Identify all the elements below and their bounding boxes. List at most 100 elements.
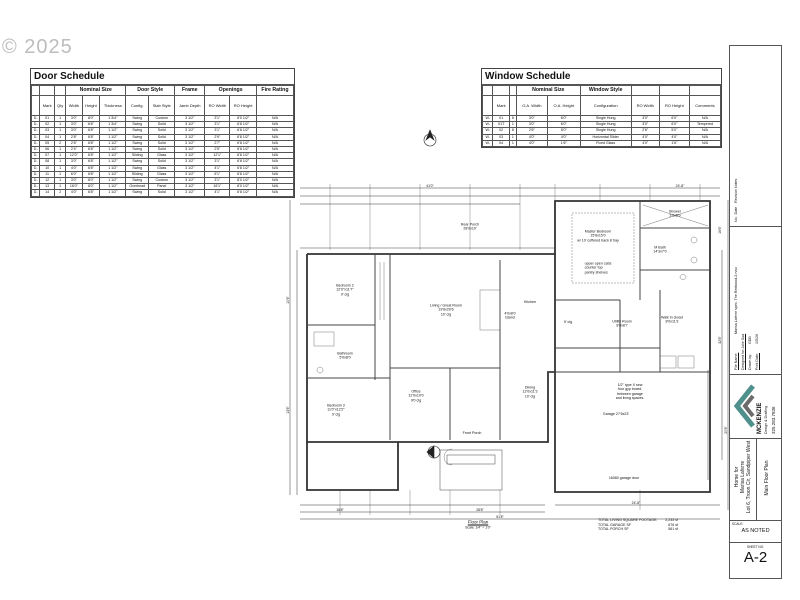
designed-for-value: Julie Sua: [741, 333, 745, 349]
table-cell: N/A: [688, 133, 722, 141]
table-cell: 3'0": [65, 121, 83, 129]
file-name-label: File Name:: [734, 352, 738, 370]
dimension: 10'6": [286, 296, 290, 304]
table-cell: 3 1/2": [174, 177, 206, 185]
dimension-lines: [289, 184, 729, 520]
table-cell: 1: [53, 170, 67, 179]
print-date-label: Print Date:: [755, 353, 759, 370]
room-name: Walk in closet: [660, 315, 684, 320]
room-size: 8'0x8'7: [616, 324, 628, 328]
table-cell: Swing: [125, 133, 150, 141]
table-cell: 6'8": [81, 189, 101, 197]
table-cell: 3 1/2": [174, 152, 206, 160]
garage-wall-note: 1/2" type X sew four gyp board, between …: [615, 383, 645, 401]
table-cell: Swing: [125, 121, 150, 129]
dimension: 28'8": [476, 508, 484, 512]
copyright-watermark: © 2025: [2, 36, 73, 58]
table-cell: 6'8": [81, 170, 101, 179]
table-cell: 8'0": [81, 177, 101, 185]
area-total-value: 561 sf: [668, 527, 678, 531]
table-cell: 3 1/2": [174, 183, 206, 191]
plan-scale: Scale: 1/4" = 1'0": [465, 525, 491, 530]
table-cell: 3 1/2": [174, 158, 206, 166]
table-cell: 3 1/2": [174, 121, 206, 129]
table-cell: W-: [481, 139, 494, 148]
table-cell: 8'0": [81, 114, 101, 123]
table-cell: Swing: [125, 139, 150, 148]
title-block: No. Date Revision Notes File Name: Maris…: [729, 45, 782, 579]
project-line: Lot 6, Troon Cir, Sandpiper West: [746, 440, 752, 514]
table-cell: 1: [53, 177, 67, 185]
dimension: 20'6": [724, 426, 728, 434]
table-cell: 6'0": [658, 121, 690, 129]
table-cell: N/A: [255, 158, 295, 166]
dimension: 13'6": [286, 406, 290, 414]
table-cell: N/A: [255, 139, 295, 148]
room-name: Bedroom 2: [336, 283, 354, 288]
area-total-value: 676 sf: [668, 522, 678, 527]
room-name: Master Bedroom: [584, 229, 612, 234]
room-size: 27'6x23': [615, 411, 630, 416]
table-cell: N/A: [255, 145, 295, 154]
table-cell: 2'6": [65, 139, 83, 148]
company-subtitle: Design & Drafting: [764, 405, 768, 434]
table-cell: 3 1/2": [174, 145, 206, 154]
table-cell: W-: [481, 114, 494, 123]
table-cell: 3'1": [204, 114, 231, 123]
room-size: 8'0x11'3: [665, 320, 679, 324]
table-cell: D-: [30, 121, 41, 129]
area-total-row: TOTAL LIVING SQUARE FOOTAGE:2,233 sf: [598, 518, 678, 523]
dimension: 41'0": [426, 184, 434, 188]
rev-no: No.: [734, 216, 738, 222]
table-cell: 1'6": [658, 139, 690, 148]
table-cell: 6'0": [65, 170, 83, 179]
table-cell: 3'0": [65, 127, 83, 135]
table-cell: Sliding: [125, 152, 150, 160]
area-total-label: TOTAL GARAGE SF: [598, 522, 632, 527]
table-cell: 16'0": [65, 183, 83, 191]
sheet-number: A-2: [743, 549, 768, 566]
table-cell: D-: [30, 189, 41, 197]
table-cell: 6'8": [81, 139, 101, 148]
interior-walls: [307, 201, 710, 440]
designed-for: Designed for:Julie Sua: [741, 334, 745, 370]
room-ceiling: 9' clg: [340, 292, 350, 297]
scale-block: SCALE: AS NOTED: [730, 520, 781, 543]
room-garage: Garage 27'6x23': [603, 412, 629, 416]
revision-header: No. Date Revision Notes: [734, 179, 738, 222]
table-cell: 1: [53, 183, 67, 191]
table-cell: 04: [492, 139, 510, 148]
room-name: Office: [411, 389, 421, 394]
table-cell: 3 1/2": [174, 189, 206, 197]
column-header: RO Width: [630, 95, 660, 116]
dimension: 51'8": [496, 515, 504, 519]
table-cell: Swing: [125, 158, 150, 166]
room-kitchen: Kitchen: [524, 300, 536, 304]
table-cell: D-: [30, 164, 41, 172]
table-cell: N/A: [255, 133, 295, 141]
drawn-by: GDB: [748, 336, 752, 344]
table-cell: N/A: [255, 164, 295, 172]
drawn-by-label: Drawn by:: [748, 353, 752, 370]
table-cell: Swing: [125, 114, 150, 123]
table-cell: 4'0": [65, 189, 83, 197]
dimension: 16'6": [718, 226, 722, 234]
table-cell: D-: [30, 127, 41, 135]
table-cell: N/A: [255, 152, 295, 160]
exterior-walls: [306, 200, 711, 493]
table-cell: 3'0": [65, 177, 83, 185]
table-cell: 3 1/2": [174, 133, 206, 141]
room-name: Island: [505, 316, 515, 320]
room-name: Shower: [668, 209, 682, 214]
